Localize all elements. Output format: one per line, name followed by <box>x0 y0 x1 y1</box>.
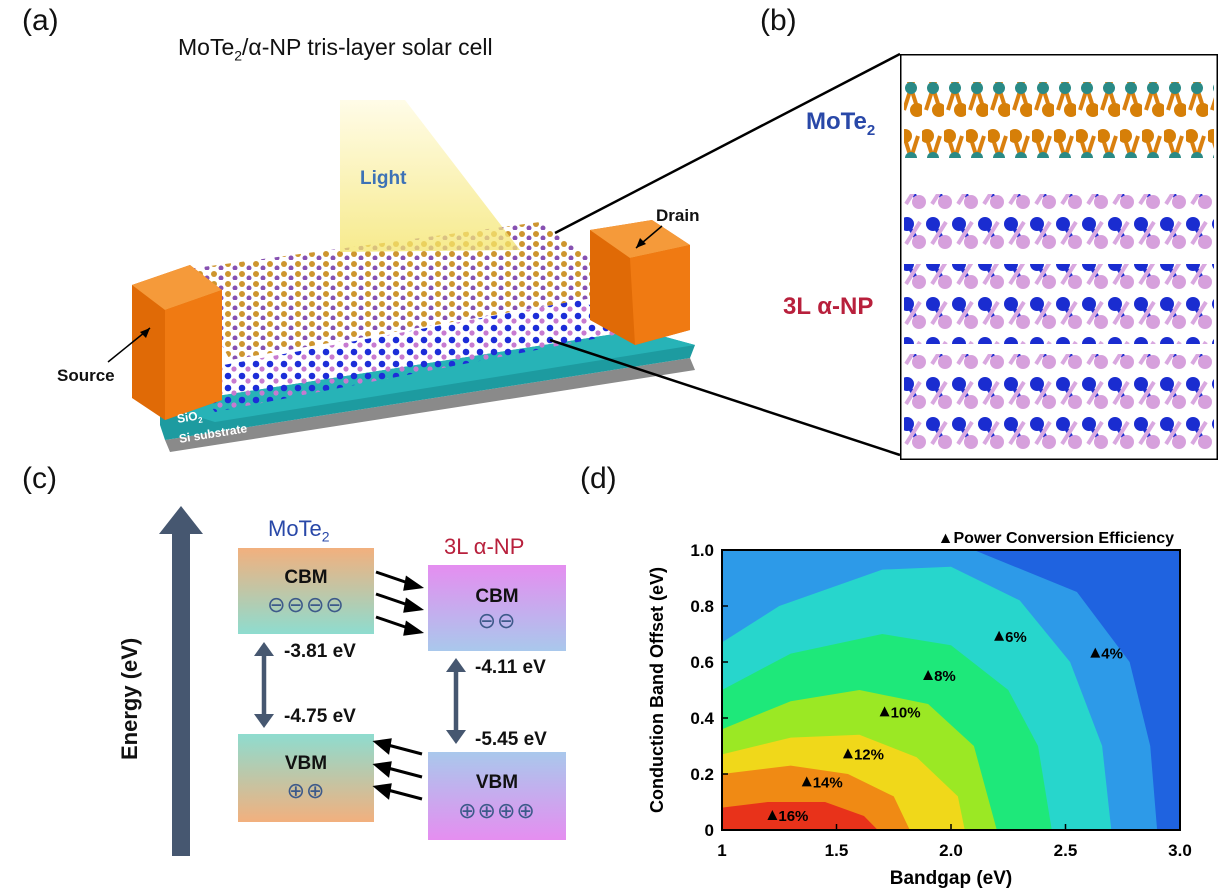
y-tick-label: 0.8 <box>690 597 714 616</box>
panel-label-d: (d) <box>580 462 617 495</box>
mote2-cbm-electrons: ⊖⊖⊖⊖ <box>267 592 345 617</box>
x-tick-label: 1.5 <box>825 841 849 860</box>
pce-label: 12% <box>854 746 884 763</box>
panel-label-b: (b) <box>760 4 797 37</box>
panel-label-c: (c) <box>22 462 57 495</box>
mote2-layer <box>180 222 640 360</box>
band-np-title: 3L α-NP <box>444 534 525 559</box>
np-label: 3L α-NP <box>783 293 874 320</box>
si-substrate <box>165 358 695 452</box>
np-vbm-box <box>428 752 566 840</box>
light-cone <box>340 100 520 252</box>
pce-label: 10% <box>891 704 921 721</box>
np-layer-2 <box>904 264 1214 344</box>
mote2-vbm-holes: ⊕⊕ <box>286 778 326 803</box>
x-tick-label: 2.5 <box>1054 841 1078 860</box>
y-tick-label: 1.0 <box>690 541 714 560</box>
y-tick-label: 0.6 <box>690 653 714 672</box>
mote2-cbm-box <box>238 548 374 634</box>
axis-ticks: 1 1.5 2.0 2.5 3.0 0 0.2 0.4 0.6 0.8 1.0 <box>690 541 1191 860</box>
pce-label: 14% <box>813 774 843 791</box>
source-label: Source <box>57 366 115 385</box>
pce-marker <box>994 630 1005 641</box>
mote2-vbm-label: VBM <box>284 753 328 774</box>
x-tick-label: 2.0 <box>939 841 963 860</box>
np-vbm-label: VBM <box>475 772 519 793</box>
np-vbm-holes: ⊕⊕⊕⊕ <box>458 798 536 823</box>
np-cbm-electrons: ⊖⊖ <box>477 608 517 633</box>
band-diagram-graphics <box>159 506 566 856</box>
panel-label-a: (a) <box>22 4 59 37</box>
pce-label: 8% <box>934 668 956 685</box>
np-cbm-value: -4.11 eV <box>475 657 546 678</box>
np-layer <box>185 300 640 412</box>
crystal-structure <box>900 54 1218 460</box>
np-cbm-box <box>428 565 566 651</box>
np-vbm-value: -5.45 eV <box>475 729 547 750</box>
contour-level-7 <box>722 802 878 830</box>
drain-label: Drain <box>656 206 700 225</box>
y-tick-label: 0.4 <box>690 709 714 728</box>
y-tick-label: 0.2 <box>690 765 714 784</box>
light-label: Light <box>360 168 407 189</box>
panel-a-title: MoTe2/α-NP tris-layer solar cell <box>178 34 493 64</box>
pce-marker <box>801 776 812 787</box>
y-axis-label: Conduction Band Offset (eV) <box>647 567 667 813</box>
contour-fills <box>722 550 1180 830</box>
mote2-structure <box>904 82 1214 158</box>
mote2-label: MoTe2 <box>806 108 876 139</box>
pce-marker <box>842 748 853 759</box>
np-layer-3 <box>904 354 1214 450</box>
mote2-cbm-label: CBM <box>284 567 328 588</box>
pce-marker <box>1090 647 1101 658</box>
x-tick-label: 3.0 <box>1168 841 1192 860</box>
mote2-vbm-value: -4.75 eV <box>284 706 356 727</box>
pce-annotations: 16% 14% 12% 10% 8% 6% 4% <box>767 629 1123 825</box>
y-tick-label: 0 <box>705 821 714 840</box>
pce-label: 6% <box>1005 629 1027 646</box>
pce-marker <box>767 810 778 820</box>
pce-label: 16% <box>778 808 808 825</box>
pce-marker <box>923 670 934 680</box>
np-layer-1 <box>904 194 1214 254</box>
band-mote2-title: MoTe2 <box>268 516 330 545</box>
np-cbm-label: CBM <box>475 586 519 607</box>
pce-label: 4% <box>1101 646 1123 663</box>
chart-legend: ▲Power Conversion Efficiency <box>938 530 1174 547</box>
x-tick-label: 1 <box>717 841 726 860</box>
mote2-cbm-value: -3.81 eV <box>284 641 356 662</box>
energy-axis-arrow <box>172 530 190 856</box>
x-axis-label: Bandgap (eV) <box>890 868 1012 889</box>
device-illustration <box>107 52 900 457</box>
pce-marker <box>879 706 890 717</box>
mote2-vbm-box <box>238 734 374 822</box>
